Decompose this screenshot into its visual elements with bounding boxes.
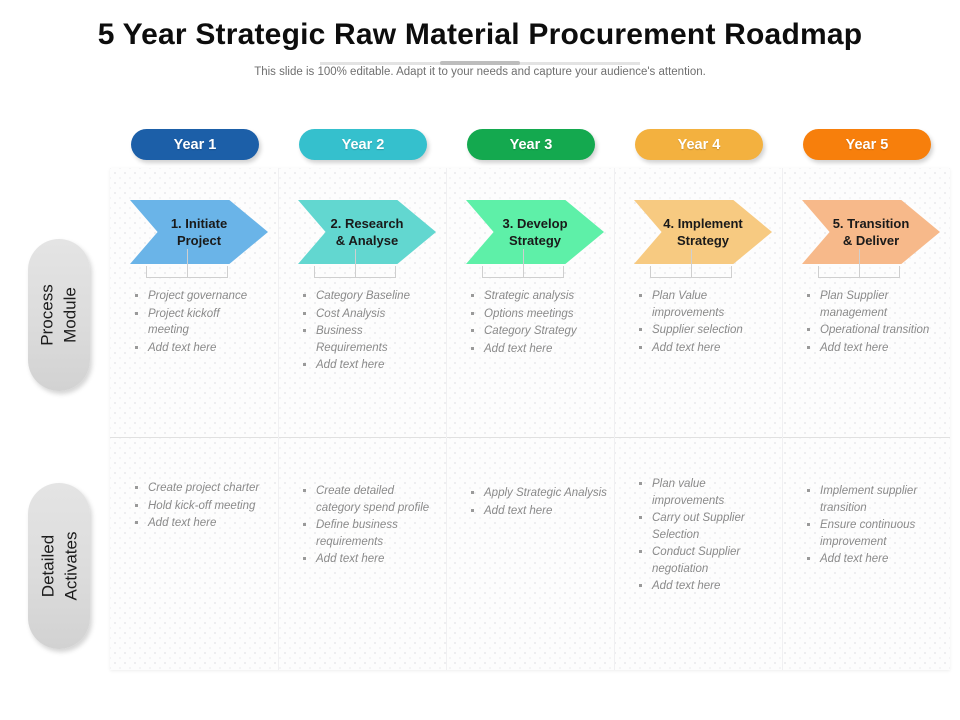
process-module-list-4: Plan Value improvements Supplier selecti… [637, 288, 777, 357]
list-item: Add text here [469, 503, 609, 520]
page-title: 5 Year Strategic Raw Material Procuremen… [97, 18, 863, 51]
row-label-line2: Activates [61, 531, 81, 601]
list-item: Hold kick-off meeting [133, 498, 263, 515]
column-divider-2 [446, 168, 447, 670]
list-item: Implement supplier transition [805, 483, 945, 516]
list-item: Strategic analysis [469, 288, 609, 305]
column-divider-1 [278, 168, 279, 670]
list-item: Conduct Supplier negotiation [637, 544, 777, 577]
list-item: Business Requirements [301, 323, 437, 356]
step-arrow-label-4: 4. Implement Strategy [663, 216, 743, 248]
step-arrow-label-2: 2. Research & Analyse [330, 216, 404, 248]
year-pill-2[interactable]: Year 2 [299, 129, 427, 160]
process-module-list-5: Plan Supplier management Operational tra… [805, 288, 945, 357]
year-pill-1[interactable]: Year 1 [131, 129, 259, 160]
list-item: Carry out Supplier Selection [637, 510, 777, 543]
connector-bracket-5 [818, 249, 900, 281]
detailed-activates-list-3: Apply Strategic Analysis Add text here [469, 485, 609, 520]
year-pill-label: Year 5 [845, 136, 889, 153]
list-item: Add text here [133, 515, 263, 532]
detailed-activates-list-1: Create project charter Hold kick-off mee… [133, 480, 263, 533]
row-label-process-module: Process Module [28, 239, 90, 391]
bullet-list: Plan Value improvements Supplier selecti… [637, 288, 777, 356]
year-pill-label: Year 3 [509, 136, 553, 153]
list-item: Add text here [805, 551, 945, 568]
list-item: Create project charter [133, 480, 263, 497]
list-item: Cost Analysis [301, 306, 437, 323]
process-module-list-2: Category Baseline Cost Analysis Business… [301, 288, 437, 375]
bullet-list: Implement supplier transition Ensure con… [805, 483, 945, 568]
list-item: Add text here [637, 578, 777, 595]
connector-bracket-3 [482, 249, 564, 281]
row-label-line1: Process [37, 284, 57, 346]
list-item: Add text here [133, 340, 263, 357]
bullet-list: Plan Supplier management Operational tra… [805, 288, 945, 356]
bullet-list: Strategic analysis Options meetings Cate… [469, 288, 609, 357]
bullet-list: Category Baseline Cost Analysis Business… [301, 288, 437, 374]
year-pill-3[interactable]: Year 3 [467, 129, 595, 160]
year-pill-label: Year 4 [677, 136, 721, 153]
list-item: Category Strategy [469, 323, 609, 340]
process-module-list-3: Strategic analysis Options meetings Cate… [469, 288, 609, 358]
list-item: Add text here [301, 357, 437, 374]
detailed-activates-list-2: Create detailed category spend profile D… [301, 483, 437, 569]
list-item: Plan value improvements [637, 476, 777, 509]
bullet-list: Plan value improvements Carry out Suppli… [637, 476, 777, 595]
list-item: Define business requirements [301, 517, 437, 550]
column-divider-4 [782, 168, 783, 670]
column-divider-3 [614, 168, 615, 670]
step-arrow-label-3: 3. Develop Strategy [502, 216, 568, 248]
row-label-detailed-activates: Detailed Activates [28, 483, 90, 649]
list-item: Plan Value improvements [637, 288, 777, 321]
list-item: Operational transition [805, 322, 945, 339]
list-item: Supplier selection [637, 322, 777, 339]
list-item: Plan Supplier management [805, 288, 945, 321]
detailed-activates-list-4: Plan value improvements Carry out Suppli… [637, 476, 777, 596]
year-pill-label: Year 1 [173, 136, 217, 153]
list-item: Ensure continuous improvement [805, 517, 945, 550]
page-subtitle: This slide is 100% editable. Adapt it to… [254, 66, 706, 78]
row-label-line2: Module [60, 287, 80, 343]
year-pill-4[interactable]: Year 4 [635, 129, 763, 160]
list-item: Add text here [301, 551, 437, 568]
list-item: Category Baseline [301, 288, 437, 305]
list-item: Add text here [469, 341, 609, 358]
bullet-list: Project governance Project kickoff meeti… [133, 288, 263, 356]
list-item: Apply Strategic Analysis [469, 485, 609, 502]
year-pill-label: Year 2 [341, 136, 385, 153]
list-item: Project governance [133, 288, 263, 305]
connector-bracket-2 [314, 249, 396, 281]
year-pill-5[interactable]: Year 5 [803, 129, 931, 160]
bullet-list: Create detailed category spend profile D… [301, 483, 437, 568]
list-item: Create detailed category spend profile [301, 483, 437, 516]
step-arrow-label-5: 5. Transition & Deliver [832, 216, 910, 248]
list-item: Add text here [805, 340, 945, 357]
title-divider-accent [440, 61, 520, 65]
detailed-activates-list-5: Implement supplier transition Ensure con… [805, 483, 945, 569]
list-item: Project kickoff meeting [133, 306, 263, 339]
bullet-list: Create project charter Hold kick-off mee… [133, 480, 263, 532]
connector-bracket-4 [650, 249, 732, 281]
connector-bracket-1 [146, 249, 228, 281]
row-divider [110, 437, 950, 438]
bullet-list: Apply Strategic Analysis Add text here [469, 485, 609, 519]
row-label-line1: Detailed [38, 534, 58, 598]
process-module-list-1: Project governance Project kickoff meeti… [133, 288, 263, 357]
list-item: Options meetings [469, 306, 609, 323]
step-arrow-label-1: 1. Initiate Project [170, 216, 228, 248]
list-item: Add text here [637, 340, 777, 357]
